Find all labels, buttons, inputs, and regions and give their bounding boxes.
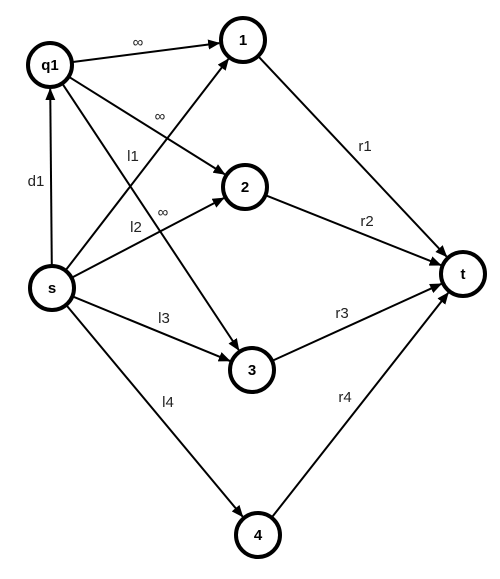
edge-arrow-n1-t	[258, 56, 448, 258]
node-s: s	[28, 264, 76, 312]
edge-label-s-n3: l3	[158, 310, 170, 327]
node-q1: q1	[26, 41, 74, 89]
edge-s-n3	[72, 295, 231, 362]
edge-arrow-n3-t	[272, 283, 443, 362]
edge-arrow-q1-n3	[61, 83, 240, 351]
node-circle-n1	[219, 16, 267, 64]
edge-label-s-q1: d1	[28, 173, 45, 190]
edge-n4-t	[271, 292, 449, 518]
edges-layer	[45, 39, 449, 518]
edge-s-n4	[65, 305, 244, 518]
node-n1: 1	[219, 16, 267, 64]
edge-label-s-n4: l4	[162, 394, 174, 411]
node-circle-n3	[228, 346, 276, 394]
edge-q1-n1	[72, 39, 221, 64]
edge-arrow-s-q1	[45, 87, 56, 266]
node-label-n1: 1	[239, 32, 247, 49]
node-n2: 2	[221, 163, 269, 211]
edge-n2-t	[265, 194, 442, 267]
node-n4: 4	[234, 511, 282, 559]
node-label-n3: 3	[248, 362, 256, 379]
node-label-q1: q1	[41, 57, 59, 74]
edge-label-q1-n1: ∞	[133, 34, 144, 51]
edge-arrow-s-n4	[65, 305, 244, 518]
edge-n3-t	[272, 283, 443, 362]
edge-label-n3-t: r3	[335, 305, 348, 322]
edge-arrow-n4-t	[271, 292, 449, 518]
edge-label-s-n1: l1	[127, 148, 139, 165]
edge-label-q1-n2: ∞	[155, 108, 166, 125]
edge-label-n4-t: r4	[338, 389, 351, 406]
node-circle-q1	[26, 41, 74, 89]
edge-arrow-n2-t	[265, 194, 442, 267]
node-circle-s	[28, 264, 76, 312]
edge-arrow-s-n1	[65, 58, 230, 271]
edge-labels-layer: d1 ∞ ∞ ∞ l1 l2 l3 l4 r1 r2 r3 r4	[28, 34, 374, 411]
edge-label-n2-t: r2	[360, 213, 373, 230]
edge-s-n2	[71, 197, 225, 279]
edge-arrow-q1-n1	[72, 39, 221, 64]
edge-arrow-s-n2	[71, 197, 225, 279]
edge-arrow-s-n3	[72, 295, 231, 362]
node-t: t	[439, 250, 487, 298]
edge-arrow-q1-n2	[68, 76, 226, 176]
edge-s-q1	[45, 87, 56, 266]
node-label-t: t	[461, 266, 466, 283]
edge-label-n1-t: r1	[358, 138, 371, 155]
node-circle-t	[439, 250, 487, 298]
nodes-layer: q1 s 1 2 3 4 t	[26, 16, 487, 559]
node-n3: 3	[228, 346, 276, 394]
edge-q1-n3	[61, 83, 240, 351]
node-circle-n2	[221, 163, 269, 211]
node-label-n4: 4	[254, 527, 263, 544]
edge-label-q1-n3: ∞	[158, 204, 169, 221]
edge-n1-t	[258, 56, 448, 258]
node-circle-n4	[234, 511, 282, 559]
edge-s-n1	[65, 58, 230, 271]
edge-q1-n2	[68, 76, 226, 176]
edge-label-s-n2: l2	[130, 219, 142, 236]
node-label-n2: 2	[241, 179, 249, 196]
node-label-s: s	[48, 280, 56, 297]
